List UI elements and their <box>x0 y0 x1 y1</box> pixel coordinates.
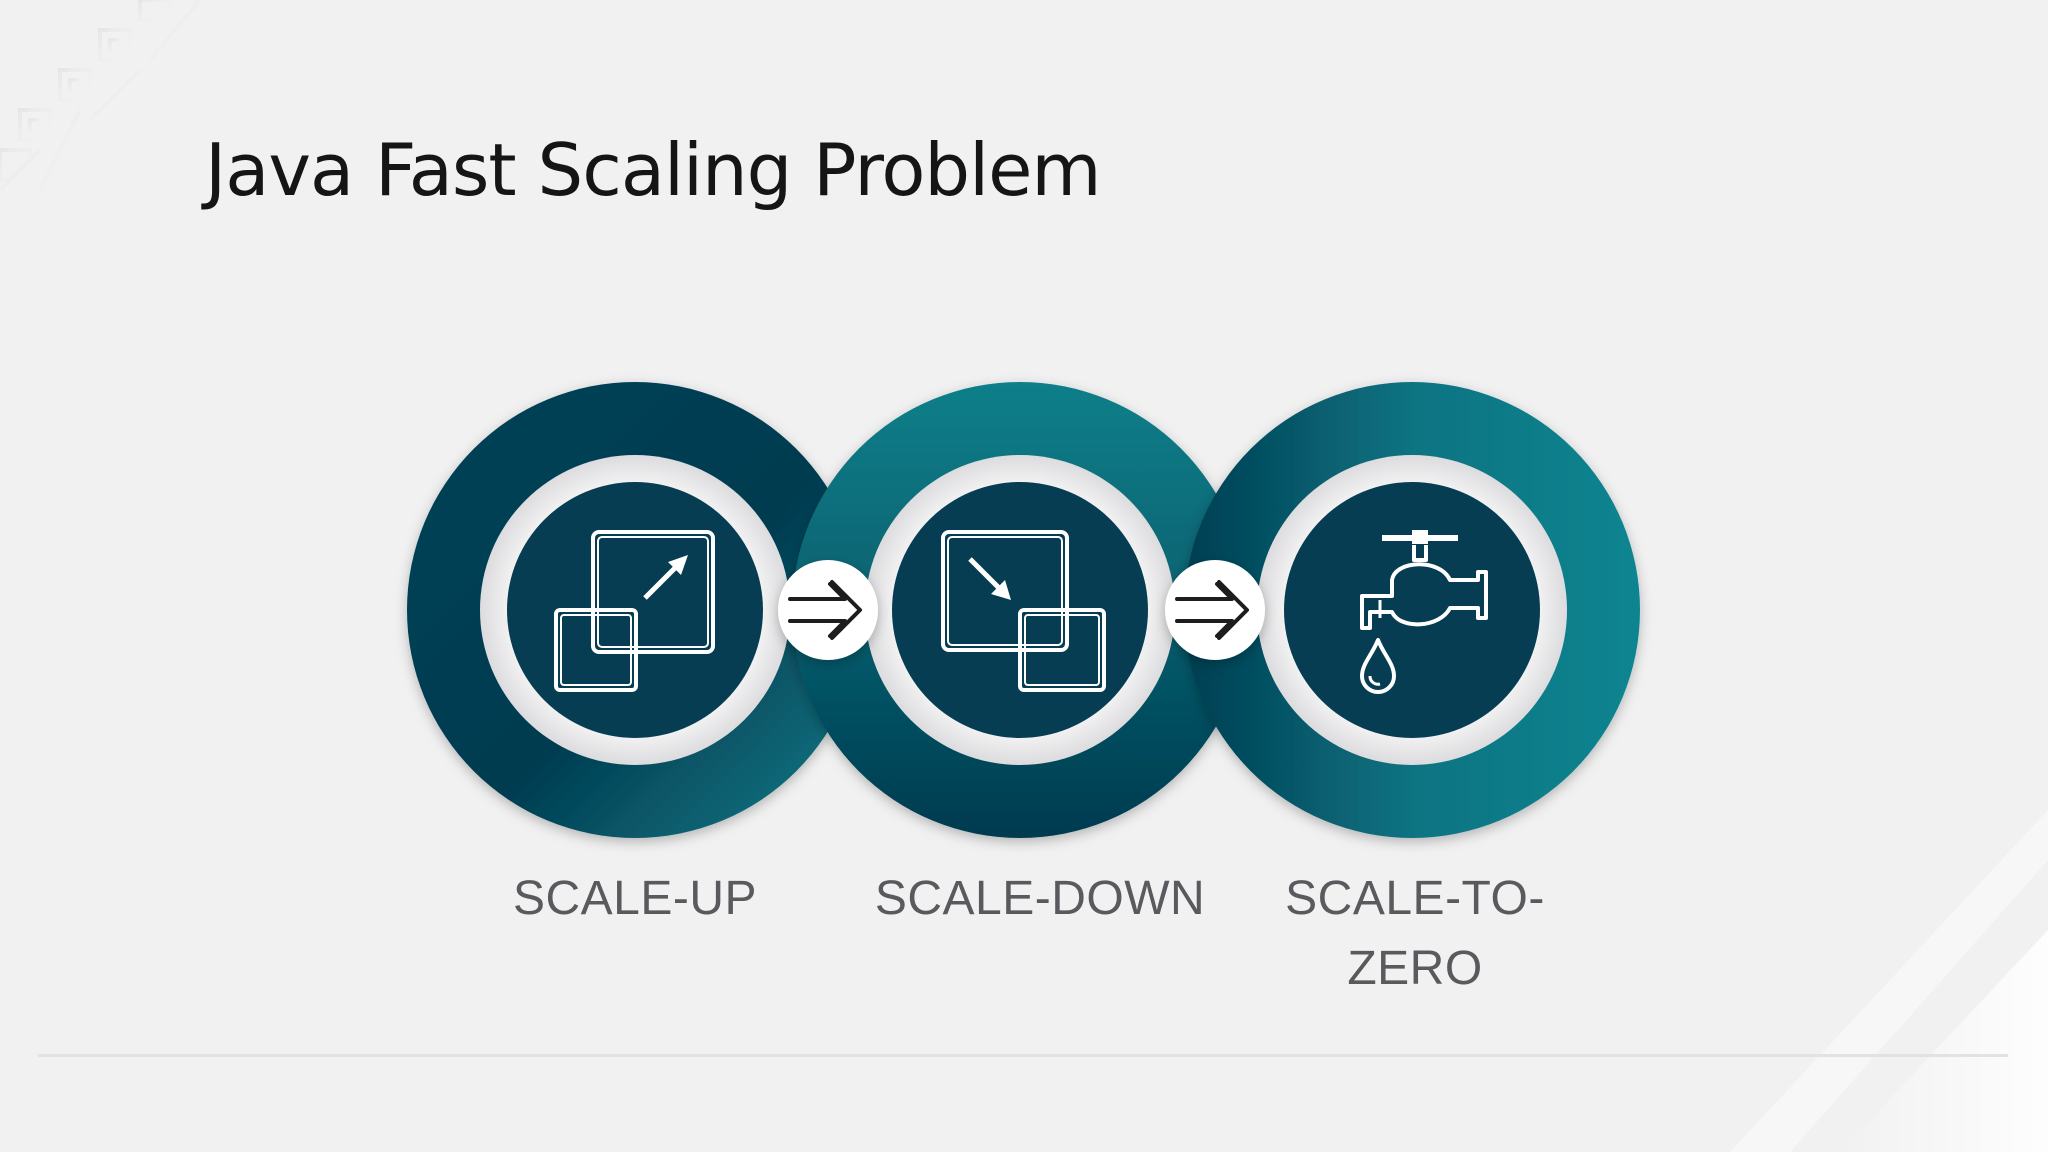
arrow-right-icon <box>778 560 878 660</box>
arrow-right-icon <box>1165 560 1265 660</box>
step-label-scale-down: SCALE-DOWN <box>874 872 1206 925</box>
step-label-scale-up: SCALE-UP <box>512 872 758 925</box>
step-label-text: SCALE-TO- ZERO <box>1285 872 1545 995</box>
step-label-scale-to-zero: SCALE-TO- ZERO <box>1245 864 1585 1004</box>
page-title: Java Fast Scaling Problem <box>205 128 1102 212</box>
scale-down-icon <box>941 530 1106 692</box>
footer-divider <box>38 1054 2008 1057</box>
scale-up-icon <box>554 530 715 692</box>
faucet-icon <box>1360 530 1488 694</box>
corner-pattern-bottom-right <box>1840 930 2048 1152</box>
corner-pattern-top-left <box>0 0 202 192</box>
inner-circle-scale-to-zero <box>1284 482 1540 738</box>
